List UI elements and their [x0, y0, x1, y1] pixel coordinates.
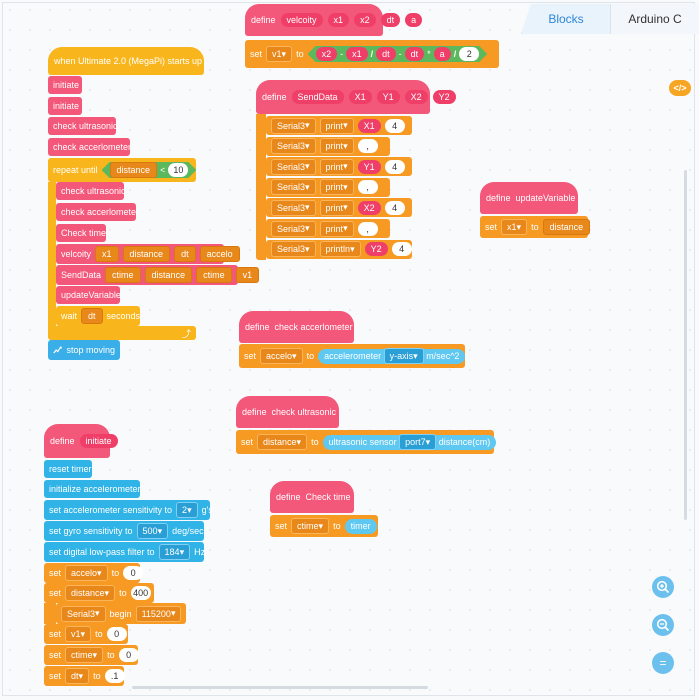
print-mode-dropdown[interactable]: print — [319, 117, 354, 134]
serial-print-row[interactable]: Serial3print, — [266, 219, 390, 238]
set-distance-block[interactable]: set distance to ultrasonic sensor port7 … — [236, 430, 497, 454]
zoom-reset-button[interactable]: = — [652, 652, 674, 674]
repeat-until-block[interactable]: repeat until distance < 10 — [48, 158, 196, 182]
define-updatevariable-block[interactable]: define updateVariable — [480, 182, 578, 214]
inner-call-updatevariable[interactable]: updateVariable — [56, 286, 121, 304]
serial-port-dropdown[interactable]: Serial3 — [271, 138, 316, 155]
expression-operator: x2 - x1 / dt - dt * a / 2 — [308, 46, 488, 62]
serial-print-row[interactable]: Serial3printY14 — [266, 157, 412, 177]
var-dropdown[interactable]: v1 — [266, 46, 293, 62]
inner-check-time[interactable]: Check time — [56, 224, 106, 242]
zoom-in-button[interactable] — [652, 576, 674, 598]
repeat-end: ⤴ — [48, 326, 196, 340]
gyro-sensitivity-block[interactable]: set gyro sensitivity to 500 deg/sec — [44, 521, 204, 541]
set-v1-zero-block[interactable]: set v1 to 0 — [44, 624, 128, 644]
call-initiate-2[interactable]: initiate — [48, 97, 82, 115]
serial-print-row[interactable]: Serial3printlnY24 — [266, 239, 412, 259]
define-initiate[interactable]: define initiate — [44, 424, 118, 458]
less-than-operator: distance < 10 — [102, 162, 197, 178]
set-ctime-block[interactable]: set ctime to timer — [270, 515, 378, 537]
horizontal-scrollbar[interactable] — [132, 686, 428, 689]
serial-print-row[interactable]: Serial3printX24 — [266, 198, 412, 218]
accelerometer-reporter: accelerometer y-axis m/sec^2 — [318, 348, 466, 364]
serial-port-dropdown[interactable]: Serial3 — [271, 199, 316, 216]
set-ctime-zero-block[interactable]: set ctime to 0 — [44, 645, 139, 665]
serial-print-row[interactable]: Serial3print, — [266, 177, 390, 197]
tab-arduino-c[interactable]: Arduino C — [610, 4, 699, 34]
tab-blocks[interactable]: Blocks — [521, 4, 610, 34]
set-accelo-block[interactable]: set accelo to accelerometer y-axis m/sec… — [239, 344, 466, 368]
serial-begin-block[interactable]: Serial3 begin 115200 — [56, 603, 186, 624]
print-arg[interactable]: , — [357, 180, 378, 195]
print-arg: Y1 — [357, 159, 381, 174]
code-view-button[interactable]: </> — [669, 80, 691, 96]
call-initiate-1[interactable]: initiate — [48, 76, 82, 94]
print-arg[interactable]: , — [357, 221, 378, 236]
zoom-out-button[interactable] — [652, 614, 674, 636]
print-arg: X2 — [357, 200, 381, 215]
repeat-spine — [48, 182, 56, 328]
print-mode-dropdown[interactable]: print — [319, 179, 354, 196]
serial-print-row[interactable]: Serial3printX14 — [266, 116, 412, 135]
when-starts-up-hat[interactable]: when Ultimate 2.0 (MegaPi) starts up — [48, 47, 204, 75]
print-digits[interactable]: 4 — [391, 242, 412, 257]
inner-check-ultrasonic[interactable]: check ultrasonic — [56, 182, 126, 200]
print-digits[interactable]: 4 — [384, 200, 405, 215]
serial-print-row[interactable]: Serial3print, — [266, 136, 390, 156]
inner-call-velocity[interactable]: velcoity x1 distance dt accelo — [56, 244, 240, 264]
vertical-scrollbar[interactable] — [684, 170, 687, 520]
low-pass-filter-block[interactable]: set digital low-pass filter to 184 Hz — [44, 542, 205, 562]
print-arg: X1 — [357, 118, 381, 133]
inner-call-senddata[interactable]: SendData ctime distance ctime v1 — [56, 265, 260, 285]
reset-timer-block[interactable]: reset timer — [44, 460, 92, 478]
print-mode-dropdown[interactable]: print — [319, 220, 354, 237]
param-dt: dt — [380, 13, 401, 27]
serial-port-dropdown[interactable]: Serial3 — [271, 179, 316, 196]
zoom-out-icon — [656, 618, 670, 632]
set-x1-block[interactable]: set x1 to distance — [480, 216, 591, 238]
print-arg: Y2 — [364, 242, 388, 257]
velocity-name: velcoity — [280, 13, 323, 27]
set-v1-block[interactable]: set v1 to x2 - x1 / dt - dt * a / 2 — [245, 40, 499, 68]
serial-port-dropdown[interactable]: Serial3 — [271, 158, 316, 175]
ultrasonic-reporter: ultrasonic sensor port7 distance(cm) — [322, 434, 497, 450]
define-velocity-block[interactable]: define velcoity x1 x2 dt a — [245, 4, 423, 36]
senddata-spine — [256, 114, 266, 260]
motor-icon — [53, 346, 62, 354]
wait-block[interactable]: wait dt seconds — [56, 306, 140, 326]
accel-sensitivity-block[interactable]: set accelerometer sensitivity to 2 g's — [44, 500, 213, 520]
define-check-time[interactable]: define Check time — [270, 481, 354, 513]
serial-port-dropdown[interactable]: Serial3 — [271, 117, 316, 134]
call-check-ultrasonic[interactable]: check ultrasonic — [48, 117, 118, 135]
define-check-ultrasonic[interactable]: define check ultrasonic — [236, 396, 339, 428]
equals-icon: = — [659, 656, 667, 670]
serial-port-dropdown[interactable]: Serial3 — [271, 220, 316, 237]
param-x2: x2 — [354, 13, 376, 27]
print-digits[interactable]: 4 — [384, 118, 405, 133]
define-senddata-block[interactable]: define SendData X1 Y1 X2 Y2 — [256, 80, 456, 114]
stop-moving-block[interactable]: stop moving — [48, 340, 120, 360]
print-arg[interactable]: , — [357, 139, 378, 154]
serial-port-dropdown[interactable]: Serial3 — [271, 241, 316, 258]
print-mode-dropdown[interactable]: print — [319, 199, 354, 216]
inner-check-accerlometer[interactable]: check accerlometer — [56, 203, 139, 221]
set-distance-400-block[interactable]: set distance to 400 — [44, 583, 154, 603]
print-mode-dropdown[interactable]: print — [319, 138, 354, 155]
set-dt-block[interactable]: set dt to .1 — [44, 666, 125, 686]
serial-spine — [44, 603, 56, 624]
print-digits[interactable]: 4 — [384, 159, 405, 174]
param-x1: x1 — [327, 13, 350, 27]
editor-tabs: Blocks Arduino C — [521, 4, 699, 34]
param-a: a — [405, 13, 423, 27]
print-mode-dropdown[interactable]: print — [319, 158, 354, 175]
call-check-accerlometer[interactable]: check accerlometer — [48, 138, 131, 156]
set-accelo-zero-block[interactable]: set accelo to 0 — [44, 563, 144, 583]
print-mode-dropdown[interactable]: println — [319, 241, 361, 258]
init-accelerometer-block[interactable]: initialize accelerometer — [44, 480, 141, 498]
define-check-accerlometer[interactable]: define check accerlometer — [239, 311, 354, 343]
zoom-in-icon — [656, 580, 670, 594]
